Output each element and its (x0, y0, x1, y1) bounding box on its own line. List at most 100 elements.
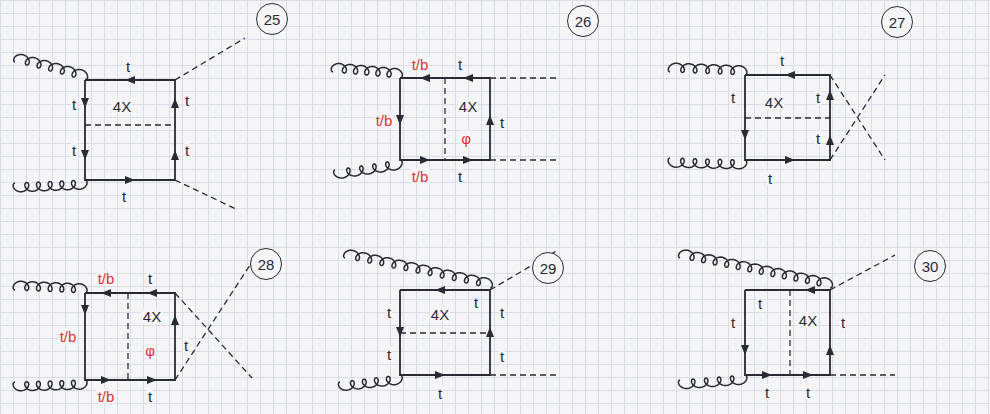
scalar-line (830, 374, 895, 375)
propagator-label: t (767, 171, 773, 186)
callout-number: 26 (575, 14, 592, 29)
propagator-label: t (730, 90, 736, 105)
fermion-arrow (101, 289, 111, 297)
gluon-line (331, 64, 402, 78)
fermion-arrow (435, 286, 445, 294)
fermion-arrow (463, 74, 473, 82)
propagator-label: t/b (375, 113, 394, 128)
gluon-line (678, 375, 746, 388)
fermion-arrow (420, 156, 430, 164)
propagator-label: φ (460, 131, 472, 146)
callout-number: 27 (889, 15, 906, 30)
fermion-arrow (171, 315, 179, 325)
fermion-arrow (805, 286, 815, 294)
propagator-label: t (184, 93, 190, 108)
propagator-label: t/b (411, 57, 430, 72)
propagator-label: t (457, 169, 463, 184)
fermion-arrow (803, 371, 813, 379)
propagator-label: t/b (411, 169, 430, 184)
diagram-number: 27 (881, 6, 913, 38)
scalar-line (745, 117, 830, 118)
propagator-label: t (730, 315, 736, 330)
propagator-label: t/b (59, 329, 78, 344)
scalar-line (127, 293, 128, 380)
propagator-label: t (757, 296, 763, 311)
scalar-line (400, 332, 490, 333)
diagram-number: 25 (256, 3, 288, 35)
fermion-loop (400, 78, 490, 160)
vertex-label: 4X (458, 99, 478, 114)
diagram-number: 28 (250, 248, 282, 280)
fermion-arrow (762, 371, 772, 379)
scalar-line (830, 75, 885, 160)
propagator-label: t/b (97, 271, 116, 286)
propagator-label: t (386, 347, 392, 362)
callout-number: 28 (258, 257, 275, 272)
propagator-label: t (499, 115, 505, 130)
diagram-number: 30 (914, 250, 946, 282)
propagator-label: t (499, 349, 505, 364)
fermion-arrow (826, 345, 834, 355)
fermion-arrow (826, 135, 834, 145)
gluon-line (14, 55, 88, 81)
fermion-loop (400, 290, 490, 375)
propagator-label: t (121, 189, 127, 204)
scalar-line (175, 262, 252, 380)
fermion-arrow (147, 376, 157, 384)
propagator-label: t (473, 295, 479, 310)
scalar-line (175, 38, 245, 80)
callout-number: 30 (922, 259, 939, 274)
fermion-arrow (463, 156, 473, 164)
gluon-line (679, 250, 833, 288)
propagator-label: t (805, 385, 811, 400)
fermion-arrow (741, 345, 749, 355)
scalar-line (175, 180, 238, 210)
propagator-label: t (71, 97, 77, 112)
fermion-loop (745, 290, 830, 375)
fermion-arrow (125, 76, 135, 84)
vertex-label: 4X (112, 99, 132, 114)
propagator-label: t (815, 131, 821, 146)
propagator-label: t (815, 90, 821, 105)
fermion-loop (745, 75, 830, 160)
propagator-label: t (386, 305, 392, 320)
vertex-label: 4X (430, 307, 450, 322)
fermion-arrow (420, 74, 430, 82)
scalar-line (490, 77, 558, 78)
propagator-label: t (764, 385, 770, 400)
fermion-arrow (785, 71, 795, 79)
fermion-loop (85, 293, 175, 380)
fermion-loop (85, 80, 175, 180)
fermion-arrow (785, 156, 795, 164)
scalar-line (830, 75, 885, 160)
gluon-line (13, 180, 87, 192)
gluon-line (13, 380, 87, 391)
propagator-label: t (125, 59, 131, 74)
propagator-label: t (437, 386, 443, 401)
fermion-arrow (486, 115, 494, 125)
propagator-label: t (840, 315, 846, 330)
gluon-line (13, 281, 87, 293)
propagator-label: t (71, 143, 77, 158)
propagator-label: t (147, 271, 153, 286)
scalar-line (490, 374, 558, 375)
fermion-arrow (396, 327, 404, 337)
fermion-arrow (81, 305, 89, 315)
gluon-line (344, 250, 493, 288)
fermion-arrow (171, 98, 179, 108)
gluon-line (338, 375, 402, 390)
gluon-line (334, 160, 402, 178)
callout-number: 29 (540, 261, 557, 276)
scalar-line (789, 290, 790, 375)
propagator-label: t (147, 389, 153, 404)
vertex-label: 4X (764, 95, 784, 110)
fermion-arrow (396, 115, 404, 125)
callout-number: 25 (264, 12, 281, 27)
scalar-line (85, 124, 175, 125)
scalar-line (175, 293, 252, 378)
propagator-label: φ (144, 343, 156, 358)
fermion-arrow (101, 376, 111, 384)
propagator-label: t (184, 143, 190, 158)
scalar-line (444, 78, 445, 160)
fermion-arrow (741, 130, 749, 140)
